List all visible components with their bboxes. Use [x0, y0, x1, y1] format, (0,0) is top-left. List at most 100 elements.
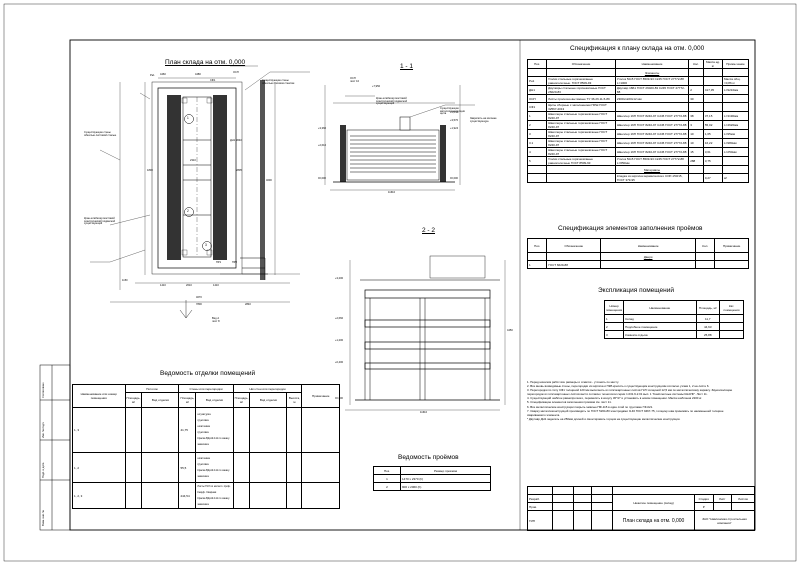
table-cell: 25,88 — [695, 330, 721, 339]
table-cell: 417,35 — [702, 85, 724, 95]
plan-label-sheathing: Существующие стены обшитые листовой стал… — [84, 131, 117, 137]
section-1-1-elev: +3,570 — [450, 119, 459, 122]
table-header-row: Наименование или номер помещения Потолок… — [72, 383, 340, 408]
plan-room-1: 1 — [187, 116, 189, 120]
table-header: Наименование — [614, 59, 690, 69]
table-cell — [546, 173, 616, 183]
table-cell — [719, 330, 744, 339]
table-cell — [526, 173, 548, 183]
table-cell: м³ — [722, 173, 749, 183]
table-cell: Швеллер 16П ГОСТ 8240-97 С245 ГОСТ 27772… — [614, 147, 690, 157]
table-cell: 2300х1220х12 мм — [614, 94, 690, 103]
table-header: Площадь, м² — [695, 300, 721, 315]
section-1-1-dim: 11610 — [388, 191, 396, 194]
table-header: Приме-чание — [722, 59, 749, 69]
table-cell — [572, 510, 593, 531]
section-2-2-title: 2 - 2 — [422, 227, 436, 234]
table-cell: L=250мм — [722, 147, 749, 157]
plan-mark: Рн1 — [150, 74, 155, 77]
spec-doors-table: Поз. Обозначение Наименование Кол. Приме… — [526, 238, 749, 269]
table-cell — [600, 260, 697, 269]
plan-dim: 4460 — [160, 73, 166, 76]
table-cell: 1 — [603, 314, 625, 323]
plan-dim: 4600 — [266, 179, 272, 182]
table-cell: ДН1 — [526, 85, 548, 95]
table-cell — [688, 173, 704, 183]
table-cell: 1, 3 — [72, 407, 126, 453]
plan-dim: 7800 — [196, 303, 202, 306]
table-cell: 11,7 — [695, 314, 721, 323]
table-cell — [591, 510, 614, 531]
table-header-row: Номер помещения Наименование Площадь, м²… — [603, 300, 744, 315]
table-cell: Кладка из кирпича керамического СОР-150/… — [614, 173, 690, 183]
note-item: 6. Все металлические конструкции покрыть… — [527, 404, 654, 409]
table-cell: Швеллеры стальные горячекатаные ГОСТ 824… — [546, 138, 616, 148]
table-cell — [141, 452, 180, 483]
table-header: Наименование или номер помещения — [72, 384, 126, 408]
table-header: Примечание — [301, 384, 340, 408]
table-cell — [552, 486, 574, 495]
plan-mark: ОСП — [233, 71, 239, 74]
table-cell: Уголки стальные горячекатаные равнополоч… — [546, 156, 616, 166]
table-cell: Швеллеры стальные горячекатаные ГОСТ 824… — [546, 147, 616, 157]
side-stamp-label: Инв. № подл. — [42, 421, 45, 438]
table-cell: Склад — [623, 314, 697, 323]
table-cell — [702, 94, 724, 103]
openings-title: Ведомость проёмов — [398, 454, 459, 461]
table-cell: Разраб. — [526, 494, 554, 503]
plan-label-crane: Кран-штабелер мостовой электрический под… — [84, 217, 116, 226]
table-cell — [526, 252, 548, 261]
plan-dim: 2610 — [186, 284, 192, 287]
plan-dim: 1150 — [122, 279, 128, 282]
table-cell — [591, 494, 614, 503]
finishes-title: Ведомость отделки помещений — [160, 370, 256, 377]
table-cell: 3,61 — [702, 147, 724, 157]
section-1-1-elev: +2,610 — [318, 144, 327, 147]
plan-mark: ПР1 — [216, 261, 222, 264]
table-cell: Комната отдыха — [623, 330, 697, 339]
section-2-2-dim: 4450 — [507, 329, 513, 332]
table-header: Масса ед. кг — [702, 59, 724, 69]
table-cell — [702, 165, 724, 174]
table-cell — [591, 486, 614, 495]
table-cell: Швеллер 16П ГОСТ 8240-97 С245 ГОСТ 27772… — [614, 129, 690, 139]
table-cell: 1, 2, 3 — [72, 482, 126, 509]
section-1-1-elev: ±0,000 — [450, 177, 458, 180]
table-cell — [702, 76, 724, 86]
table-subheader: Вид отделки — [141, 392, 180, 408]
table-cell: Рн1 — [526, 76, 548, 86]
table-cell: 55,5 — [178, 452, 197, 483]
table-cell: 38 — [688, 111, 704, 121]
table-cell: 37,15 — [702, 111, 724, 121]
table-cell: 244,54 — [178, 482, 197, 509]
table-cell: 10 — [688, 129, 704, 139]
table-subheader: Площадь, м² — [178, 392, 197, 408]
table-cell — [546, 68, 616, 77]
table-cell — [301, 482, 340, 509]
table-cell: Швеллер 16П ГОСТ 8240-97 С245 ГОСТ 27772… — [614, 138, 690, 148]
table-subheader: Площадь, м² — [232, 392, 251, 408]
table-cell: 1 — [373, 474, 401, 483]
table-cell — [722, 68, 749, 77]
side-stamp-label: Согласовано — [42, 382, 45, 398]
table-cell: ГОСТ 6629-88 — [546, 260, 602, 269]
plan-view-a: Вид А лист 8 — [212, 317, 220, 323]
stamp-sheet-title: План склада на отм. 0,000 — [612, 510, 695, 531]
table-cell: Швеллер 16П ГОСТ 8240-97 С245 ГОСТ 27772… — [614, 111, 690, 121]
table-cell: 288 — [688, 156, 704, 166]
table-cell: 3 — [688, 120, 704, 130]
table-cell — [124, 407, 143, 453]
